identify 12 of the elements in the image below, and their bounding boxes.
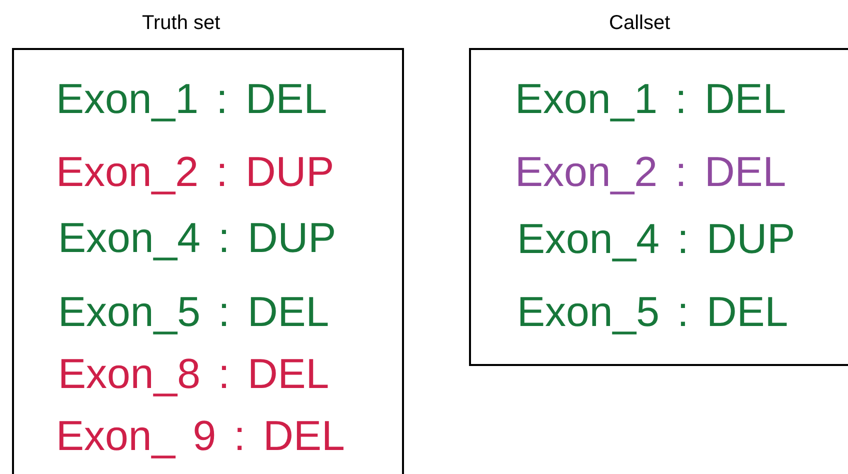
exon-call-text: Exon_2 : DUP bbox=[56, 151, 334, 193]
exon-call-text: Exon_8 : DEL bbox=[58, 353, 330, 395]
exon-call-text: Exon_1 : DEL bbox=[56, 78, 328, 120]
panel-title: Truth set bbox=[142, 11, 220, 36]
exon-call-text: Exon_4 : DUP bbox=[58, 217, 336, 259]
exon-call-text: Exon_5 : DEL bbox=[517, 291, 788, 333]
exon-call-text: Exon_1 : DEL bbox=[515, 78, 786, 120]
exon-call-text: Exon_2 : DEL bbox=[515, 151, 786, 193]
exon-call-text: Exon_ 9 : DEL bbox=[56, 415, 345, 457]
panel-title: Callset bbox=[609, 11, 670, 36]
exon-call-text: Exon_4 : DUP bbox=[517, 218, 796, 260]
exon-call-text: Exon_5 : DEL bbox=[58, 291, 330, 333]
